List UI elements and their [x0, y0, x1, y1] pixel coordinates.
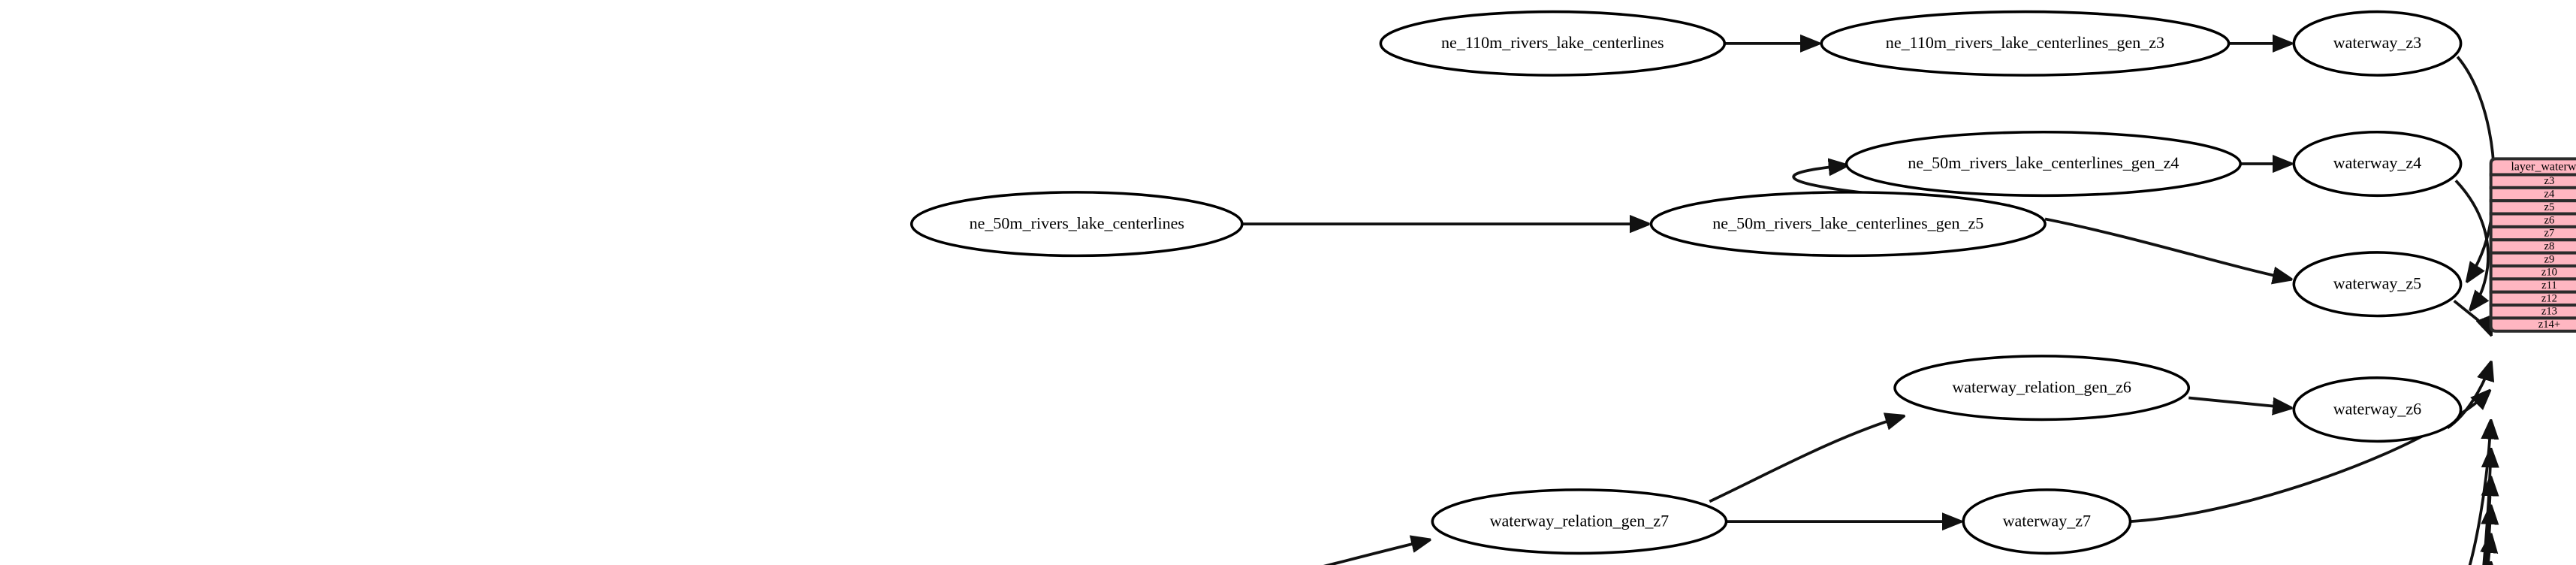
node-label-waterway_z5: waterway_z5 — [2333, 273, 2421, 292]
record-title-label: layer_waterway — [2511, 160, 2576, 173]
edge-waterway_z4-to-layer_waterway_z4 — [2454, 179, 2488, 309]
node-label-ne_50m_rivers_lake_centerlines_gen_z5: ne_50m_rivers_lake_centerlines_gen_z5 — [1712, 213, 1983, 232]
edge-waterway_z7-to-layer_waterway_z7 — [2130, 391, 2489, 524]
edge-waterway_relation_gen_z7-to-waterway_relation_gen_z6 — [1709, 416, 1903, 503]
record-row-label-z13: z13 — [2541, 306, 2557, 318]
node-ellipse-ne_110m_rivers_lake_centerlines_gen_z3 — [1820, 10, 2231, 77]
node-waterway_relation_gen_z6[interactable]: waterway_relation_gen_z6 — [1893, 355, 2191, 421]
node-ellipse-waterway_z5 — [2292, 251, 2463, 318]
record-row-label-z6: z6 — [2544, 214, 2555, 226]
node-label-waterway_z7: waterway_z7 — [2003, 511, 2091, 530]
node-waterway_z5[interactable]: waterway_z5 — [2292, 251, 2463, 318]
edge-ne_50m_rivers_lake_centerlines_gen_z5-to-waterway_z5 — [2044, 217, 2291, 279]
record-title-cell — [2489, 157, 2576, 177]
edge-waterway_z5-to-layer_waterway_z5 — [2453, 300, 2491, 334]
node-label-ne_110m_rivers_lake_centerlines: ne_110m_rivers_lake_centerlines — [1441, 33, 1664, 52]
node-ellipse-waterway_relation_gen_z6 — [1893, 355, 2191, 421]
record-row-cell — [2489, 316, 2576, 333]
record-row-cell — [2489, 173, 2576, 189]
node-ne_50m_rivers_lake_centerlines_gen_z5[interactable]: ne_50m_rivers_lake_centerlines_gen_z5 — [1649, 191, 2047, 258]
edges-layer — [1157, 44, 2494, 565]
record-row-cell — [2489, 290, 2576, 307]
node-ellipse-ne_50m_rivers_lake_centerlines_gen_z5 — [1649, 191, 2047, 258]
edge-waterway_z12-to-layer_waterway_z12 — [1157, 535, 2490, 565]
node-waterway_relation_gen_z7[interactable]: waterway_relation_gen_z7 — [1431, 488, 1728, 555]
node-label-ne_50m_rivers_lake_centerlines: ne_50m_rivers_lake_centerlines — [970, 213, 1184, 232]
record-row-cell — [2489, 212, 2576, 228]
record-row-label-z5: z5 — [2544, 201, 2555, 213]
edge-waterway_z8-to-layer_waterway_z8 — [2468, 421, 2490, 565]
record-row-label-z11: z11 — [2541, 279, 2557, 292]
record-row-cell — [2489, 238, 2576, 255]
record-row-label-z10: z10 — [2541, 267, 2557, 279]
record-row-label-z14plus: z14+ — [2538, 319, 2560, 331]
node-ellipse-waterway_z3 — [2292, 10, 2463, 77]
node-waterway_z6[interactable]: waterway_z6 — [2292, 376, 2463, 443]
node-ne_110m_rivers_lake_centerlines_gen_z3[interactable]: ne_110m_rivers_lake_centerlines_gen_z3 — [1820, 10, 2231, 77]
node-label-ne_50m_rivers_lake_centerlines_gen_z4: ne_50m_rivers_lake_centerlines_gen_z4 — [1908, 153, 2179, 172]
nodes-layer: imposm3osm_waterway_relationosm_waterway… — [909, 10, 2463, 555]
node-ellipse-waterway_z6 — [2292, 376, 2463, 443]
edge-waterway_relation_gen_z6-to-waterway_z6 — [2188, 396, 2291, 408]
node-waterway_z3[interactable]: waterway_z3 — [2292, 10, 2463, 77]
node-ellipse-waterway_z4 — [2292, 130, 2463, 198]
node-ellipse-ne_50m_rivers_lake_centerlines_gen_z4 — [1845, 130, 2242, 198]
edge-waterway_relation_gen_z8-to-waterway_relation_gen_z7 — [1323, 540, 1429, 565]
record-row-label-z7: z7 — [2544, 228, 2555, 240]
edge-waterway_z10-to-layer_waterway_z10 — [2134, 478, 2491, 565]
node-label-waterway_z4: waterway_z4 — [2333, 153, 2421, 172]
node-label-waterway_relation_gen_z7: waterway_relation_gen_z7 — [1490, 511, 1670, 530]
node-ellipse-waterway_relation_gen_z7 — [1431, 488, 1728, 555]
node-ellipse-ne_110m_rivers_lake_centerlines — [1379, 10, 1727, 77]
node-label-waterway_z6: waterway_z6 — [2333, 399, 2421, 418]
record-row-cell — [2489, 251, 2576, 267]
node-waterway_z7[interactable]: waterway_z7 — [1962, 488, 2132, 555]
node-ne_50m_rivers_lake_centerlines_gen_z4[interactable]: ne_50m_rivers_lake_centerlines_gen_z4 — [1845, 130, 2242, 198]
node-label-waterway_relation_gen_z6: waterway_relation_gen_z6 — [1952, 377, 2131, 396]
record-row-label-z3: z3 — [2544, 175, 2555, 187]
record-row-label-z8: z8 — [2544, 240, 2555, 252]
record-row-cell — [2489, 199, 2576, 216]
record-row-label-z12: z12 — [2541, 292, 2557, 304]
node-waterway_z4[interactable]: waterway_z4 — [2292, 130, 2463, 198]
record-row-cell — [2489, 277, 2576, 294]
node-ellipse-waterway_z7 — [1962, 488, 2132, 555]
node-label-ne_110m_rivers_lake_centerlines_gen_z3: ne_110m_rivers_lake_centerlines_gen_z3 — [1886, 33, 2164, 52]
node-ne_50m_rivers_lake_centerlines[interactable]: ne_50m_rivers_lake_centerlines — [909, 191, 1244, 258]
record-row-cell — [2489, 304, 2576, 320]
record-row-cell — [2489, 264, 2576, 281]
record-row-cell — [2489, 225, 2576, 242]
record-row-label-z9: z9 — [2544, 253, 2555, 265]
node-label-waterway_z3: waterway_z3 — [2333, 33, 2421, 52]
node-ellipse-ne_50m_rivers_lake_centerlines — [909, 191, 1244, 258]
node-ne_110m_rivers_lake_centerlines[interactable]: ne_110m_rivers_lake_centerlines — [1379, 10, 1727, 77]
record-row-cell — [2489, 186, 2576, 203]
record-row-label-z4: z4 — [2544, 189, 2555, 201]
